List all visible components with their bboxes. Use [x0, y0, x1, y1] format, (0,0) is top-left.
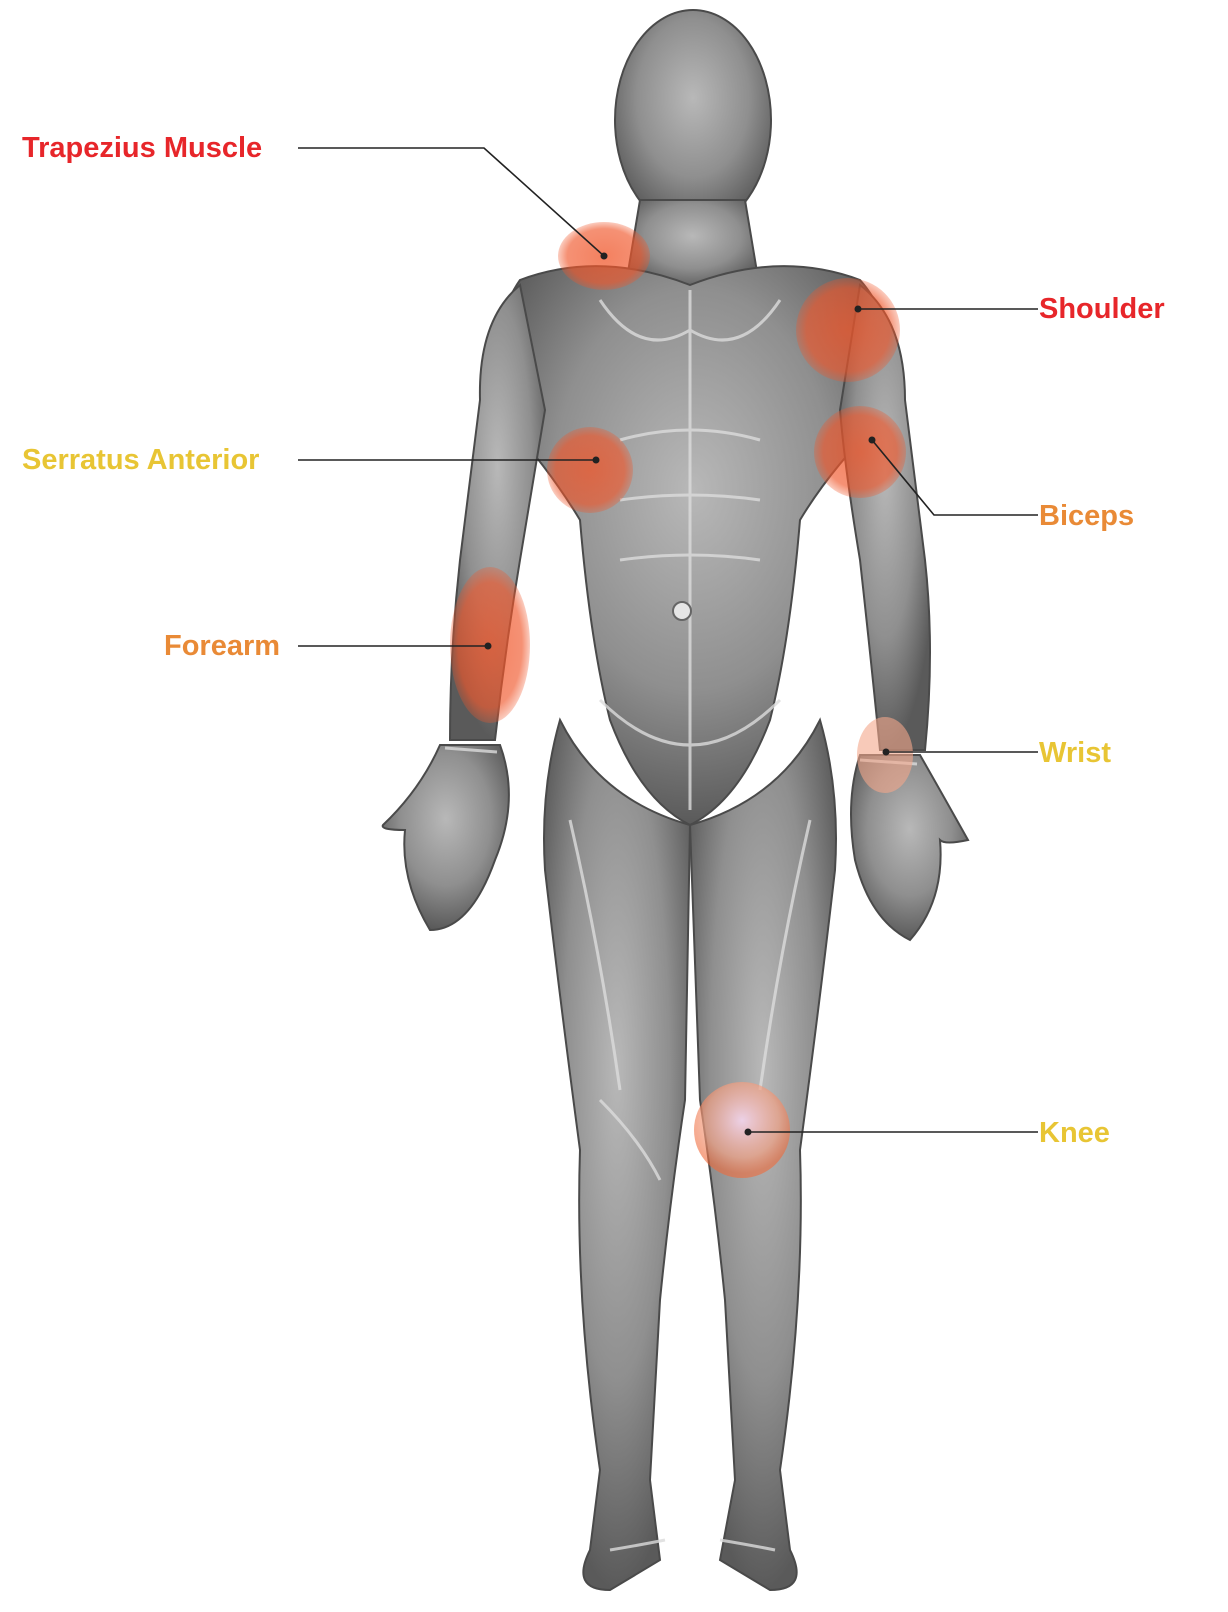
- label-shoulder: Shoulder: [1039, 292, 1165, 326]
- hotspot-shoulder: [796, 278, 900, 382]
- leader-trapezius: [298, 148, 604, 256]
- hotspot-serratus: [547, 427, 633, 513]
- label-serratus-anterior: Serratus Anterior: [22, 443, 259, 477]
- label-wrist: Wrist: [1039, 736, 1111, 770]
- navel: [673, 602, 691, 620]
- label-knee: Knee: [1039, 1116, 1110, 1150]
- hotspot-biceps: [814, 406, 906, 498]
- hotspot-knee: [694, 1082, 790, 1178]
- body-silhouette: [383, 10, 968, 1590]
- label-biceps: Biceps: [1039, 499, 1134, 533]
- label-trapezius-muscle: Trapezius Muscle: [22, 131, 262, 165]
- label-forearm: Forearm: [164, 629, 280, 663]
